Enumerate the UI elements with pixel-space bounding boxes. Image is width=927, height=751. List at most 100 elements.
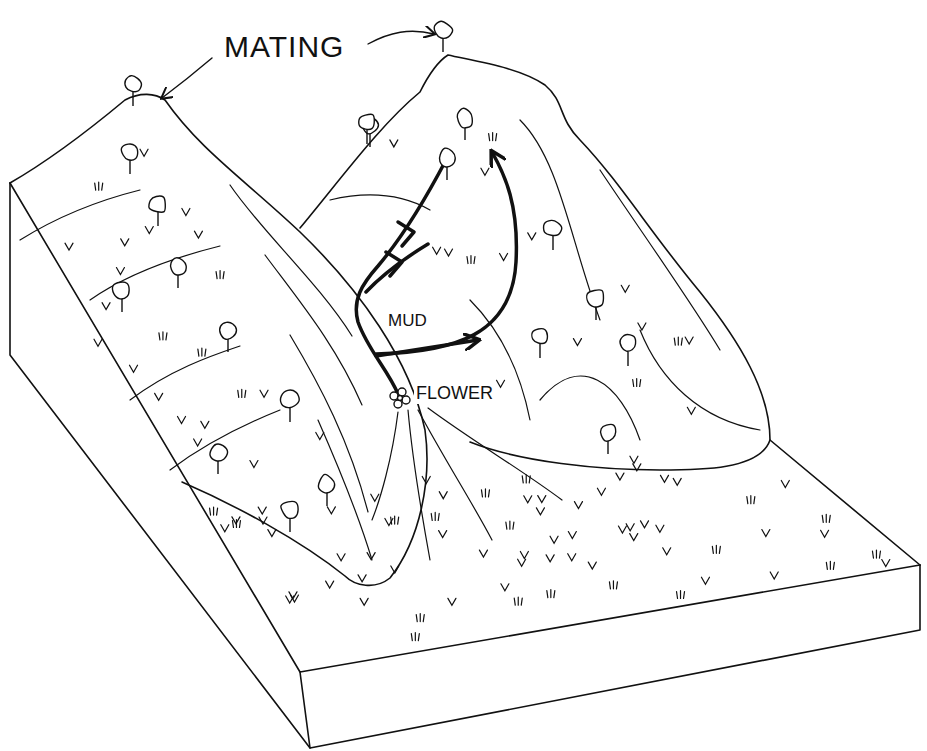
- grass-tuft: [597, 488, 605, 495]
- grass-tuft: [687, 407, 695, 414]
- tree-crown: [149, 196, 165, 212]
- terrain-label: MUD: [386, 312, 429, 331]
- grass-tuft: [501, 584, 509, 591]
- tree-crown: [125, 76, 141, 92]
- grass-tuft: [770, 572, 778, 579]
- tree-trunk: [227, 338, 228, 352]
- grass-tuft: [102, 303, 110, 310]
- tree-crown: [544, 220, 562, 235]
- grass-tuft: [140, 149, 148, 156]
- grass-tuft: [826, 561, 834, 569]
- tree-trunk: [446, 166, 447, 180]
- grass-tuft: [712, 545, 720, 553]
- grass-tuft: [65, 243, 73, 250]
- tree-crown: [439, 148, 455, 167]
- grass-tuft: [479, 550, 487, 557]
- grass-tuft: [116, 268, 124, 275]
- grass-tuft: [221, 525, 229, 532]
- grass-tuft: [391, 516, 399, 524]
- grass-tuft: [390, 140, 398, 147]
- grass-tuft: [316, 432, 324, 439]
- grass-tuft: [660, 475, 668, 482]
- tree-trunk: [539, 344, 540, 358]
- grass-tuft: [289, 592, 297, 599]
- grass-tuft: [411, 633, 419, 641]
- tree-crown: [281, 501, 298, 518]
- grass-tuft: [882, 560, 890, 567]
- grass-tuft: [238, 389, 246, 397]
- grass-tuft: [489, 133, 497, 141]
- grass-tuft: [210, 507, 218, 515]
- tree-trunk: [157, 212, 158, 226]
- grass-tuft: [872, 550, 880, 558]
- grass-tuft: [448, 598, 456, 605]
- grass-tuft: [633, 464, 641, 471]
- grass-tuft: [216, 271, 224, 279]
- tree-crown: [620, 335, 636, 352]
- terrain-label: FLOWER: [414, 384, 495, 404]
- tree-trunk: [627, 352, 628, 366]
- grass-tuft: [337, 554, 345, 561]
- grass-tuft: [550, 536, 558, 543]
- grass-tuft: [506, 521, 514, 529]
- grass-tuft: [522, 475, 530, 483]
- tree-trunk: [607, 440, 608, 454]
- terrain-label: MATING: [222, 30, 346, 63]
- grass-tuft: [524, 496, 532, 503]
- tree-crown: [220, 322, 237, 339]
- grass-tuft: [609, 581, 617, 589]
- grass-tufts: [65, 133, 890, 641]
- grass-tuft: [528, 233, 536, 240]
- grass-tuft: [481, 168, 489, 175]
- grass-tuft: [663, 548, 671, 555]
- grass-tuft: [371, 494, 379, 501]
- tree-trunk: [289, 408, 290, 422]
- tree-crown: [281, 390, 300, 407]
- grass-tuft: [367, 553, 375, 560]
- grass-tuft: [630, 534, 638, 541]
- tree-crown: [171, 258, 187, 275]
- tree-trunk: [129, 160, 130, 174]
- grass-tuft: [259, 517, 267, 524]
- grass-tuft: [358, 575, 366, 582]
- grass-tuft: [445, 249, 453, 256]
- grass-tuft: [198, 348, 206, 356]
- grass-tuft: [439, 492, 447, 499]
- grass-tuft: [701, 577, 709, 584]
- tree-crown: [210, 444, 228, 461]
- tree-trunk: [369, 133, 370, 147]
- grass-tuft: [762, 530, 770, 537]
- tree-trunk: [217, 460, 218, 474]
- slope-strokes: [20, 120, 760, 560]
- grass-tuft: [520, 551, 528, 558]
- grass-tuft: [121, 239, 129, 246]
- tree-crown: [359, 114, 375, 129]
- grass-tuft: [467, 256, 475, 264]
- grass-tuft: [268, 530, 276, 537]
- tree-crown: [121, 144, 137, 160]
- grass-tuft: [822, 514, 830, 522]
- grass-tuft: [500, 253, 508, 260]
- tree-trunk: [132, 92, 133, 106]
- tree-crown: [113, 282, 130, 299]
- grass-tuft: [145, 227, 153, 234]
- grass-tuft: [781, 480, 789, 487]
- tree-crown: [318, 474, 334, 493]
- grass-tuft: [630, 456, 638, 463]
- grass-tuft: [178, 416, 186, 423]
- grass-tuft: [439, 531, 447, 538]
- tree-trunk: [552, 236, 553, 250]
- tree-trunk: [366, 130, 367, 144]
- grass-tuft: [130, 365, 138, 372]
- grass-tuft: [159, 332, 167, 340]
- tree-trunk: [289, 518, 290, 532]
- grass-tuft: [547, 590, 555, 598]
- grass-tuft: [232, 517, 240, 524]
- grass-tuft: [260, 390, 268, 397]
- grass-tuft: [391, 566, 399, 573]
- grass-tuft: [514, 597, 522, 605]
- grass-tuft: [618, 526, 626, 533]
- grass-tuft: [416, 614, 424, 622]
- tree-crown: [532, 329, 548, 344]
